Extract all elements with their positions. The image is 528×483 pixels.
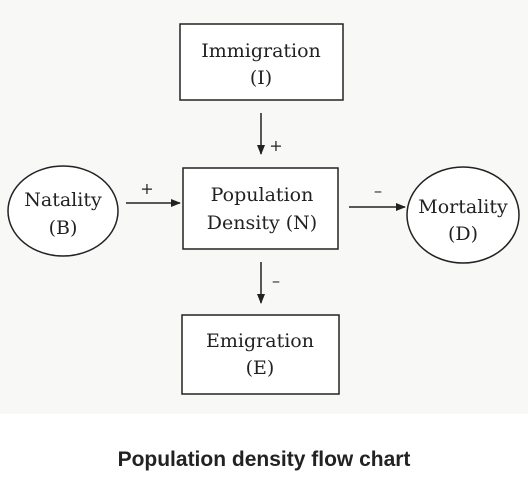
natality-label: Natality: [24, 189, 102, 211]
immigration-symbol: (I): [250, 67, 272, 89]
sign-natality-positive: +: [140, 179, 153, 198]
population-density-label-line2: Density (N): [207, 212, 317, 234]
node-population-density: Population Density (N): [182, 167, 339, 250]
mortality-label: Mortality: [418, 196, 508, 218]
sign-mortality-negative: –: [374, 181, 382, 200]
emigration-box: [181, 314, 340, 395]
population-density-box: [182, 167, 339, 250]
emigration-label: Emigration: [206, 330, 314, 352]
edge-immigration-to-population: +: [257, 113, 283, 155]
edge-natality-to-population: +: [126, 179, 181, 207]
sign-immigration-positive: +: [269, 136, 282, 155]
mortality-circle: [406, 166, 520, 264]
immigration-label: Immigration: [201, 40, 321, 62]
sign-emigration-negative: –: [272, 271, 280, 290]
node-immigration: Immigration (I): [179, 23, 344, 101]
population-density-label-line1: Population: [211, 184, 314, 206]
node-mortality: Mortality (D): [406, 166, 520, 264]
edge-population-to-emigration: –: [257, 262, 280, 304]
immigration-box: [179, 23, 344, 101]
mortality-symbol: (D): [448, 223, 478, 245]
flow-diagram: Immigration (I) Population Density (N) E…: [7, 23, 520, 395]
emigration-symbol: (E): [246, 357, 275, 379]
figure-caption: Population density flow chart: [117, 448, 411, 471]
node-natality: Natality (B): [7, 165, 119, 257]
natality-circle: [7, 165, 119, 257]
edge-population-to-mortality: –: [349, 181, 406, 211]
natality-symbol: (B): [49, 217, 78, 239]
node-emigration: Emigration (E): [181, 314, 340, 395]
